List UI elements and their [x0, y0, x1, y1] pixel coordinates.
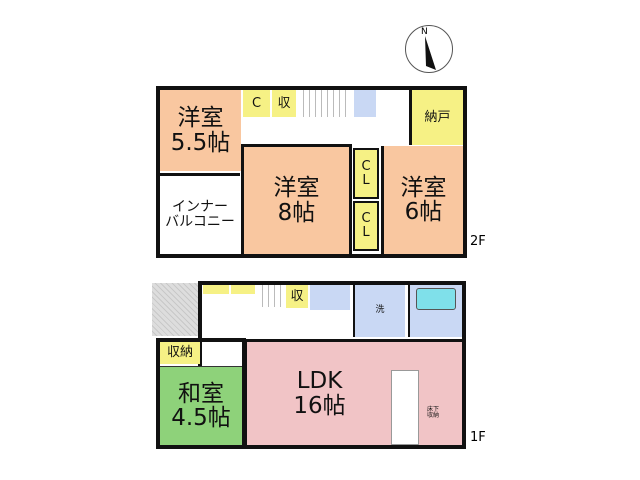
room-ldk-16: LDK 16帖: [244, 339, 462, 445]
washroom: 洗: [353, 285, 405, 337]
stairs-1f: [257, 285, 284, 307]
floor-label-1f: 1F: [470, 430, 486, 445]
underfloor-storage-label: 床下 収納: [426, 405, 439, 419]
stairs-2f: [298, 90, 350, 117]
storage-closet-1f: 収納: [160, 342, 200, 364]
room-western-5-5: 洋室 5.5帖: [160, 90, 241, 171]
room-western-6: 洋室 6帖: [381, 146, 463, 254]
floor-label-2f: 2F: [470, 234, 486, 249]
storage-2f: 収: [272, 90, 296, 117]
shoe-closet-1: [203, 285, 229, 294]
storage-1f: 収: [286, 285, 308, 308]
toilet-1f: [310, 285, 350, 310]
compass: N: [405, 25, 453, 73]
inner-balcony: インナー バルコニー: [160, 173, 240, 254]
storage-room: 納戸: [409, 90, 463, 145]
toilet-2f: [354, 90, 376, 117]
bathtub-icon: [416, 288, 456, 310]
porch: [152, 283, 199, 336]
north-arrow-icon: [425, 36, 436, 70]
kitchen-counter: [391, 370, 419, 445]
closet-cl-2: C L: [353, 201, 379, 251]
closet-cl-1: C L: [353, 148, 379, 199]
washroom-label: 洗: [375, 305, 385, 316]
closet-c: C: [243, 90, 270, 117]
shoe-closet-2: [231, 285, 255, 294]
room-japanese-4-5: 和室 4.5帖: [160, 366, 242, 445]
bathroom: [408, 285, 462, 337]
compass-north-label: N: [421, 27, 428, 37]
room-western-8: 洋室 8帖: [241, 144, 352, 257]
